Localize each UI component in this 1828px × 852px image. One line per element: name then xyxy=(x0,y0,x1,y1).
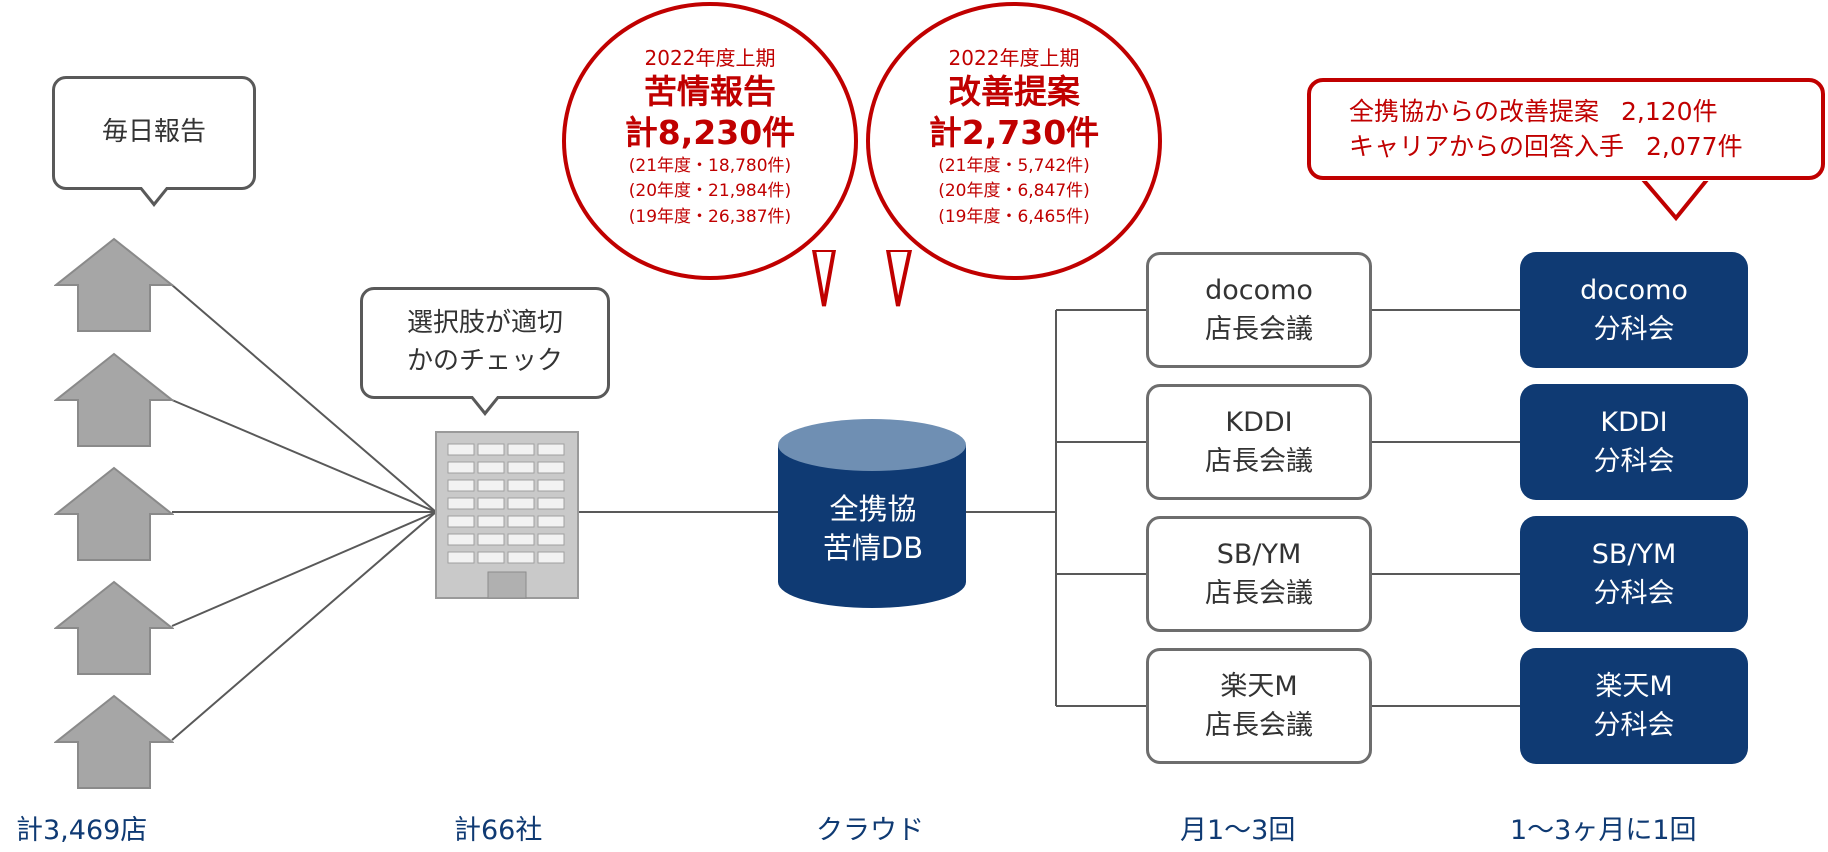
complaint-period: 2022年度上期 xyxy=(644,46,776,70)
meeting-carrier: SB/YM xyxy=(1216,538,1302,570)
bubble-tail xyxy=(811,250,837,307)
db-label-line2: 苦情DB xyxy=(822,531,924,566)
docomo-store-meeting: docomo 店長会議 xyxy=(1146,252,1372,368)
proposal-title: 改善提案 xyxy=(948,72,1080,111)
daily-report-text: 毎日報告 xyxy=(101,117,206,148)
meeting-type: 店長会議 xyxy=(1205,446,1313,477)
option-check-line1: 選択肢が適切 xyxy=(406,308,563,339)
store-house-icon xyxy=(54,237,174,332)
store-count-label: 計3,469店 xyxy=(16,815,148,846)
meeting-carrier: docomo xyxy=(1205,274,1313,306)
daily-report-bubble: 毎日報告 xyxy=(52,76,256,207)
sbym-store-meeting: SB/YM 店長会議 xyxy=(1146,516,1372,632)
proposal-prev-20: (20年度・6,847件) xyxy=(938,181,1090,201)
complaint-report-bubble: 2022年度上期 苦情報告 計8,230件 (21年度・18,780件) (20… xyxy=(562,2,858,280)
rakuten-subcommittee: 楽天M 分科会 xyxy=(1520,648,1748,764)
option-check-line2: かのチェック xyxy=(406,346,563,376)
proposal-total: 計2,730件 xyxy=(928,113,1100,153)
db-label-line1: 全携協 xyxy=(829,492,917,526)
meeting-frequency-label: 月1〜3回 xyxy=(1180,815,1296,846)
complaint-total: 計8,230件 xyxy=(624,113,796,153)
subcommittee-type: 分科会 xyxy=(1593,710,1675,741)
cloud-label: クラウド xyxy=(816,815,924,846)
proposal-period: 2022年度上期 xyxy=(948,46,1080,70)
docomo-subcommittee: docomo 分科会 xyxy=(1520,252,1748,368)
bubble-tail xyxy=(885,250,913,307)
rakuten-store-meeting: 楽天M 店長会議 xyxy=(1146,648,1372,764)
subcommittee-carrier: SB/YM xyxy=(1591,538,1677,570)
store-house-icon xyxy=(54,466,174,561)
complaint-prev-20: (20年度・21,984件) xyxy=(628,181,792,201)
callout-value-proposals: 2,120件 xyxy=(1621,97,1718,126)
improvement-proposal-bubble: 2022年度上期 改善提案 計2,730件 (21年度・5,742件) (20年… xyxy=(866,2,1162,280)
callout-tail xyxy=(1640,176,1713,222)
meeting-type: 店長会議 xyxy=(1205,710,1313,741)
kddi-store-meeting: KDDI 店長会議 xyxy=(1146,384,1372,500)
complaint-prev-21: (21年度・18,780件) xyxy=(628,155,792,176)
callout-value-answers: 2,077件 xyxy=(1646,132,1743,161)
sbym-subcommittee: SB/YM 分科会 xyxy=(1520,516,1748,632)
subcommittee-carrier: 楽天M xyxy=(1595,670,1673,702)
store-house-icon xyxy=(54,580,174,675)
store-house-icon xyxy=(54,352,174,447)
callout-label-answers: キャリアからの回答入手 xyxy=(1349,132,1625,161)
subcommittee-carrier: KDDI xyxy=(1600,406,1668,438)
database-cylinder-icon xyxy=(778,419,966,608)
subcommittee-type: 分科会 xyxy=(1593,578,1675,609)
subcommittee-type: 分科会 xyxy=(1593,314,1675,345)
callout-row-proposals: 全携協からの改善提案 2,120件 xyxy=(1349,94,1821,129)
complaint-title: 苦情報告 xyxy=(644,72,776,111)
proposal-prev-19: (19年度・6,465件) xyxy=(938,206,1090,227)
meeting-type: 店長会議 xyxy=(1205,578,1313,609)
proposal-prev-21: (21年度・5,742件) xyxy=(938,155,1090,176)
meeting-carrier: KDDI xyxy=(1225,406,1293,438)
complaint-prev-19: (19年度・26,387件) xyxy=(628,206,792,227)
subcommittee-type: 分科会 xyxy=(1593,446,1675,477)
office-building-icon xyxy=(435,431,579,599)
meeting-type: 店長会議 xyxy=(1205,314,1313,345)
carrier-proposal-callout: 全携協からの改善提案 2,120件 キャリアからの回答入手 2,077件 xyxy=(1307,78,1825,180)
option-check-bubble: 選択肢が適切 かのチェック xyxy=(360,287,610,416)
callout-row-answers: キャリアからの回答入手 2,077件 xyxy=(1349,129,1821,164)
company-count-label: 計66社 xyxy=(454,815,543,846)
callout-label-proposals: 全携協からの改善提案 xyxy=(1349,97,1600,126)
complaint-db-label: 全携協 苦情DB xyxy=(778,490,968,568)
kddi-subcommittee: KDDI 分科会 xyxy=(1520,384,1748,500)
store-house-icon xyxy=(54,694,174,789)
meeting-carrier: 楽天M xyxy=(1220,670,1298,702)
subcommittee-frequency-label: 1〜3ヶ月に1回 xyxy=(1510,815,1697,846)
subcommittee-carrier: docomo xyxy=(1580,274,1688,306)
